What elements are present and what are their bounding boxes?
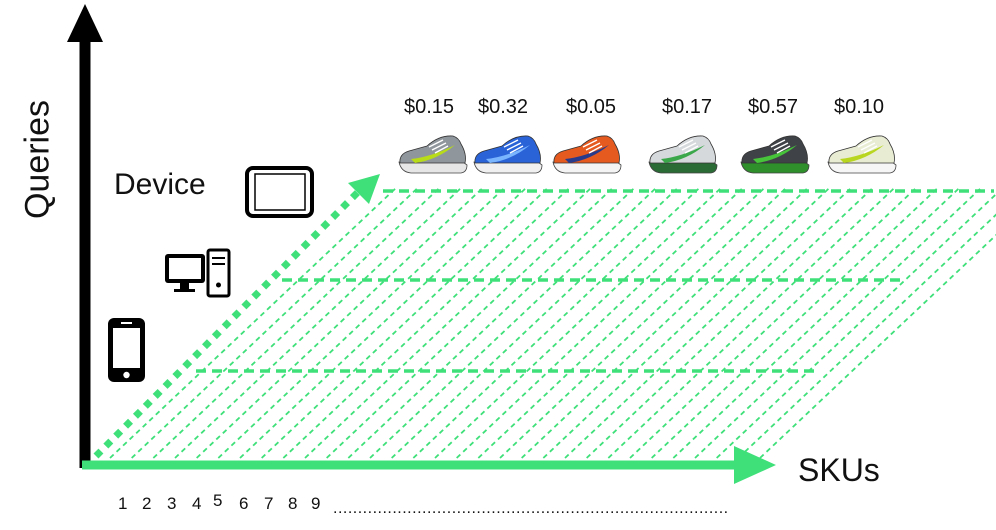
grid-diagonal-line bbox=[239, 187, 527, 459]
grid-diagonal-line bbox=[369, 187, 657, 459]
grid-diagonal-line bbox=[694, 187, 982, 459]
shoe-icon bbox=[827, 135, 897, 174]
grid-diagonal-line bbox=[152, 187, 440, 459]
grid-diagonal-line bbox=[131, 187, 419, 459]
shoe-icon bbox=[740, 135, 810, 174]
grid-diagonal-line bbox=[521, 187, 809, 459]
grid-diagonal-line bbox=[651, 187, 939, 459]
price-label: $0.15 bbox=[404, 96, 455, 118]
x-tick-label: 7 bbox=[264, 494, 274, 513]
grid-diagonal-line bbox=[499, 187, 787, 459]
grid-diagonal-line bbox=[174, 187, 462, 459]
x-axis-ellipsis: ........................................… bbox=[333, 500, 729, 517]
tablet-icon bbox=[245, 166, 314, 218]
product-row bbox=[398, 135, 897, 174]
shoe-icon bbox=[552, 135, 622, 174]
grid-diagonal-line bbox=[542, 187, 830, 459]
grid-diagonal-line bbox=[672, 187, 960, 459]
grid-diagonal-line bbox=[326, 187, 614, 459]
device-axis bbox=[93, 185, 365, 459]
grid-diagonal-line bbox=[217, 187, 505, 459]
x-tick-label: 5 bbox=[213, 491, 223, 510]
shoe-icon bbox=[648, 135, 718, 174]
price-label: $0.17 bbox=[662, 96, 713, 118]
grid-diagonal-line bbox=[282, 187, 570, 459]
x-tick-label: 4 bbox=[192, 494, 202, 513]
device-label: Device bbox=[114, 168, 206, 201]
x-tick-label: 1 bbox=[118, 494, 128, 513]
grid-diagonal-line bbox=[564, 187, 852, 459]
grid-diagonal-line bbox=[477, 187, 765, 459]
price-label: $0.32 bbox=[478, 96, 529, 118]
grid-diagonal-line bbox=[456, 187, 744, 459]
device-axis-arrowhead bbox=[348, 174, 380, 204]
grid-diagonal-line bbox=[629, 187, 917, 459]
smartphone-icon bbox=[108, 318, 145, 382]
price-label: $0.57 bbox=[748, 96, 799, 118]
x-tick-label: 9 bbox=[311, 494, 321, 513]
grid-diagonal-line bbox=[716, 193, 996, 459]
grid-diagonal-line bbox=[759, 233, 996, 459]
x-tick-label: 2 bbox=[142, 494, 152, 513]
grid-diagonal-line bbox=[347, 187, 635, 459]
x-tick-label: 6 bbox=[239, 494, 249, 513]
shoe-icon bbox=[398, 135, 468, 174]
grid-diagonal-line bbox=[412, 187, 700, 459]
grid-diagonal-line bbox=[196, 187, 484, 459]
y-axis-label: Queries bbox=[18, 99, 57, 220]
x-axis-label: SKUs bbox=[798, 452, 880, 488]
grid-diagonal-line bbox=[737, 213, 996, 459]
y-axis-arrowhead bbox=[67, 4, 103, 42]
price-label: $0.05 bbox=[566, 96, 617, 118]
price-label: $0.10 bbox=[834, 96, 885, 118]
grid-diagonal-line bbox=[586, 187, 874, 459]
grid-diagonal-line bbox=[304, 187, 592, 459]
sku-query-grid bbox=[109, 187, 996, 459]
desktop-icon bbox=[165, 248, 231, 298]
grid-diagonal-line bbox=[391, 187, 679, 459]
x-tick-label: 3 bbox=[167, 494, 177, 513]
shoe-icon bbox=[473, 135, 543, 174]
grid-diagonal-line bbox=[261, 187, 549, 459]
x-tick-label: 8 bbox=[288, 494, 298, 513]
grid-diagonal-line bbox=[607, 187, 895, 459]
x-axis-arrowhead bbox=[734, 446, 776, 484]
grid-diagonal-line bbox=[109, 187, 397, 459]
grid-diagonal-line bbox=[434, 187, 722, 459]
